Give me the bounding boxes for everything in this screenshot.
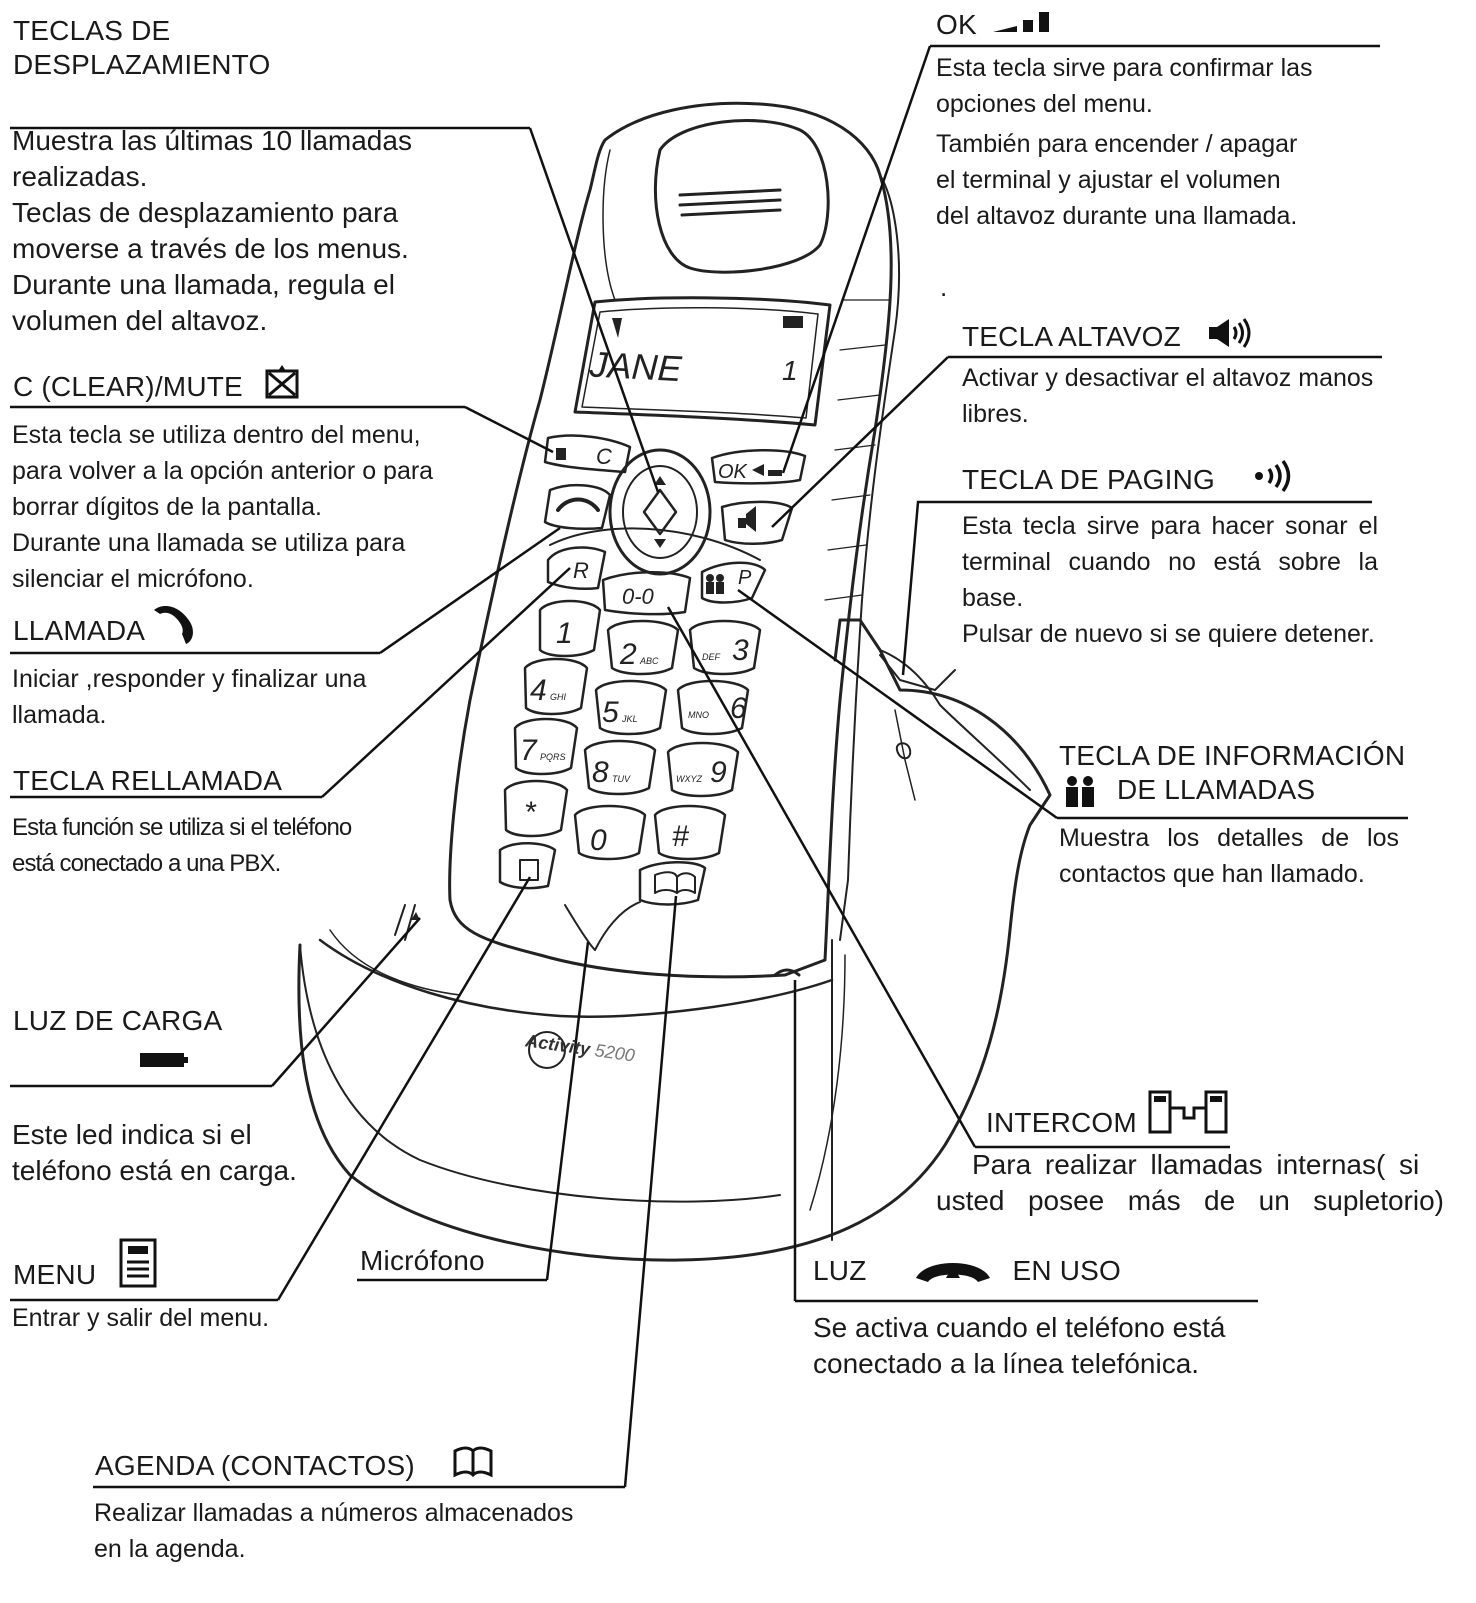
key-5: 5 — [602, 696, 619, 729]
key-2-letters: ABC — [639, 656, 659, 666]
navigation-ring — [608, 448, 712, 576]
scroll-keys-title: TECLAS DE DESPLAZAMIENTO — [13, 15, 271, 80]
call-info-title: TECLA DE INFORMACIÓN DE LLAMADAS — [1059, 739, 1405, 809]
paging-title: TECLA DE PAGING — [962, 459, 1297, 497]
key-9-letters: WXYZ — [676, 774, 703, 784]
key-0: 0 — [590, 824, 607, 857]
key-2: 2 — [619, 638, 637, 671]
earpiece — [653, 119, 830, 274]
display — [573, 296, 832, 427]
key-4: 4 — [530, 674, 547, 707]
key-hash: # — [672, 820, 689, 853]
agenda-key — [638, 860, 707, 906]
call-info-description: Muestra los detalles de los contactos qu… — [1059, 824, 1399, 888]
menu-description: Entrar y salir del menu. — [12, 1304, 270, 1332]
display-text: JANE — [588, 343, 684, 389]
callinfo-key — [700, 561, 767, 604]
menu-key — [498, 842, 557, 890]
handset-icon — [153, 605, 193, 644]
paging-icon — [1254, 459, 1291, 492]
key-7: 7 — [520, 734, 538, 767]
speaker-key — [720, 500, 794, 545]
ok-description: Esta tecla sirve para confirmar las opci… — [936, 54, 1313, 230]
redial-key — [546, 546, 607, 590]
redial-key-label: R — [573, 558, 589, 583]
line-in-use-icon — [916, 1262, 991, 1282]
key-4-letters: GHI — [550, 692, 567, 702]
microphone-slot — [564, 901, 641, 951]
agenda-title: AGENDA (CONTACTOS) — [95, 1446, 493, 1483]
intercom-icon — [1148, 1090, 1228, 1134]
clear-key — [543, 434, 632, 474]
speaker-icon — [1208, 317, 1251, 348]
call-key — [543, 483, 612, 530]
key-8-letters: TUV — [612, 774, 631, 784]
speaker-title: TECLA ALTAVOZ — [962, 317, 1251, 354]
ok-title: OK — [936, 8, 1057, 42]
clear-mute-description: Esta tecla se utiliza dentro del menu, p… — [12, 421, 434, 593]
intercom-description: Para realizar llamadas internas( si uste… — [936, 1149, 1444, 1216]
paging-key-label: P — [738, 567, 752, 589]
people-icon — [1066, 775, 1094, 807]
line-in-use-description: Se activa cuando el teléfono está conect… — [813, 1312, 1226, 1379]
clear-key-label: C — [596, 444, 612, 469]
intercom-key-label: 0-0 — [622, 584, 655, 609]
paging-description: Esta tecla sirve para hacer sonar el ter… — [962, 512, 1378, 648]
key-3-letters: DEF — [702, 652, 721, 662]
signal-bars-icon — [992, 11, 1049, 32]
speaker-description: Activar y desactivar el altavoz manos li… — [962, 364, 1374, 428]
key-3: 3 — [732, 634, 749, 667]
microphone-title: Micrófono — [360, 1245, 485, 1276]
stray-dot: . — [940, 272, 948, 302]
menu-icon — [119, 1238, 157, 1288]
call-description: Iniciar ,responder y finalizar una llama… — [12, 665, 367, 729]
redial-description: Esta función se utiliza si el teléfono e… — [12, 814, 352, 877]
key-5-letters: JKL — [621, 714, 638, 724]
brand-model: 5200 — [593, 1040, 637, 1066]
intercom-key — [601, 571, 692, 616]
charge-light-title: LUZ DE CARGA — [13, 1005, 223, 1036]
clear-mute-title: C (CLEAR)/MUTE — [13, 364, 301, 404]
charge-led-icon — [140, 1053, 188, 1067]
scroll-keys-description: Muestra las últimas 10 llamadas realizad… — [12, 125, 412, 336]
key-6-letters: MNO — [688, 710, 709, 720]
ok-key — [710, 449, 807, 485]
key-9: 9 — [710, 756, 727, 789]
key-6: 6 — [730, 692, 747, 725]
key-star: * — [524, 796, 537, 829]
charge-light-description: Este led indica si el teléfono está en c… — [12, 1119, 297, 1186]
key-8: 8 — [592, 756, 609, 789]
agenda-description: Realizar llamadas a números almacenados … — [94, 1499, 574, 1563]
book-icon — [453, 1446, 493, 1478]
menu-title: MENU — [13, 1259, 97, 1290]
mute-icon — [265, 364, 299, 399]
key-1: 1 — [556, 617, 573, 650]
intercom-title: INTERCOM — [986, 1107, 1137, 1138]
call-title: LLAMADA — [13, 605, 198, 648]
display-digit: 1 — [782, 355, 798, 386]
ok-key-label: OK — [718, 461, 749, 483]
redial-title: TECLA RELLAMADA — [13, 765, 283, 796]
charging-base — [297, 618, 1052, 1262]
line-in-use-title: LUZ EN USO — [813, 1255, 1122, 1286]
key-7-letters: PQRS — [540, 752, 566, 762]
